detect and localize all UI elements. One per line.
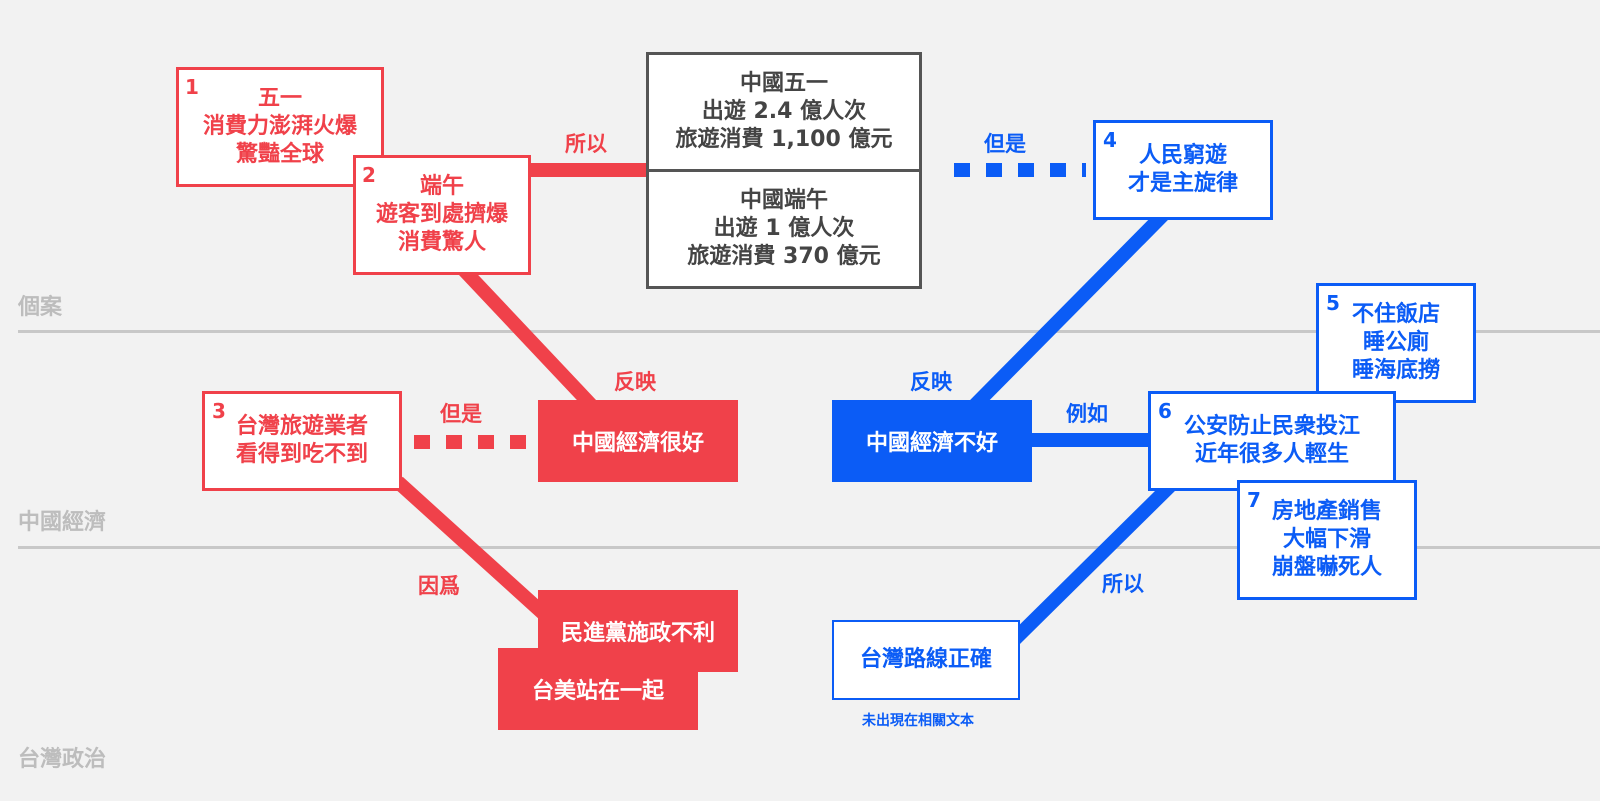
red-box-3: 台灣旅遊業者 看得到吃不到 [202,391,402,491]
blue-box-7-line: 大幅下滑 [1282,527,1371,552]
blue-box-7-line: 房地產銷售 [1271,499,1382,524]
blue-but-label: 但是 [984,132,1026,156]
blue-example-label: 例如 [1066,402,1108,426]
red-box-2: 端午 遊客到處擠爆 消費驚人 [353,155,531,275]
blue-link-box4-to-bad [967,207,1171,413]
blue-box-4-number: 4 [1103,128,1117,152]
blue-box-4-line: 人民窮遊 [1138,143,1227,168]
taiwan-correct-box: 台灣路線正確 [832,620,1020,700]
red-box-2-line: 遊客到處擠爆 [375,202,508,227]
red-but-label: 但是 [440,402,482,426]
blue-box-6: 公安防止民衆投江 近年很多人輕生 [1148,391,1396,491]
blue-reflect-label: 反映 [910,370,952,394]
red-box-1-line: 消費力澎湃火爆 [202,114,357,139]
row-separator [18,546,1600,549]
blue-box-6-line: 近年很多人輕生 [1194,442,1349,467]
blue-box-7-line: 崩盤嚇死人 [1271,555,1382,580]
red-box-2-line: 端午 [419,174,464,199]
blue-box-5-line: 不住飯店 [1351,302,1440,327]
bad-economy-box: 中國經濟不好 [832,400,1032,482]
row-separator [18,330,1600,333]
blue-so-label: 所以 [1102,572,1144,596]
gray-stat-dragon-line: 出遊 1 億人次 [713,216,855,241]
taiwan-correct-text: 台灣路線正確 [859,647,992,672]
good-economy-box: 中國經濟很好 [538,400,738,482]
red-box-3-line: 看得到吃不到 [235,442,368,467]
red-box-2-line: 消費驚人 [397,230,486,255]
blue-box-5-line: 睡海底撈 [1351,358,1440,383]
red-link-box3-to-dpp [393,476,561,631]
not-in-text-note: 未出現在相關文本 [862,713,974,729]
red-box-1-number: 1 [185,75,199,99]
red-link-box2-to-good [456,263,600,413]
gray-stat-dragon-line: 中國端午 [739,188,828,213]
blue-box-5-line: 睡公廁 [1362,330,1429,355]
blue-box-4: 人民窮遊 才是主旋律 [1093,120,1273,220]
red-box-3-number: 3 [212,399,226,423]
blue-box-5: 不住飯店 睡公廁 睡海底撈 [1316,283,1476,403]
red-box-3-line: 台灣旅遊業者 [235,414,368,439]
gray-stat-may-line: 旅遊消費 1,100 億元 [675,127,893,152]
blue-box-6-number: 6 [1158,399,1172,423]
red-so-label: 所以 [565,132,607,156]
blue-box-5-number: 5 [1326,291,1340,315]
red-box-1-line: 五一 [257,86,302,111]
blue-box-4-line: 才是主旋律 [1127,171,1238,196]
gray-stat-may-line: 出遊 2.4 億人次 [701,99,867,124]
us-box: 台美站在一起 [498,648,698,730]
red-because-label: 因爲 [418,574,460,598]
red-box-2-number: 2 [362,163,376,187]
row-label-case: 個案 [18,295,63,320]
row-label-economy: 中國經濟 [18,510,107,535]
gray-stat-dragon: 中國端午 出遊 1 億人次 旅遊消費 370 億元 [646,169,922,289]
red-box-1-line: 驚豔全球 [235,142,324,167]
gray-stat-may-line: 中國五一 [739,71,828,96]
blue-box-6-line: 公安防止民衆投江 [1183,414,1360,439]
blue-box-7: 房地產銷售 大幅下滑 崩盤嚇死人 [1237,480,1417,600]
gray-stat-dragon-line: 旅遊消費 370 億元 [687,244,881,269]
red-reflect-label: 反映 [614,370,656,394]
blue-box-7-number: 7 [1247,488,1261,512]
blue-link-box6-to-taiwan [1007,481,1175,647]
red-box-1: 五一 消費力澎湃火爆 驚豔全球 [176,67,384,187]
row-label-politics: 台灣政治 [18,747,107,772]
gray-stat-may: 中國五一 出遊 2.4 億人次 旅遊消費 1,100 億元 [646,52,922,172]
